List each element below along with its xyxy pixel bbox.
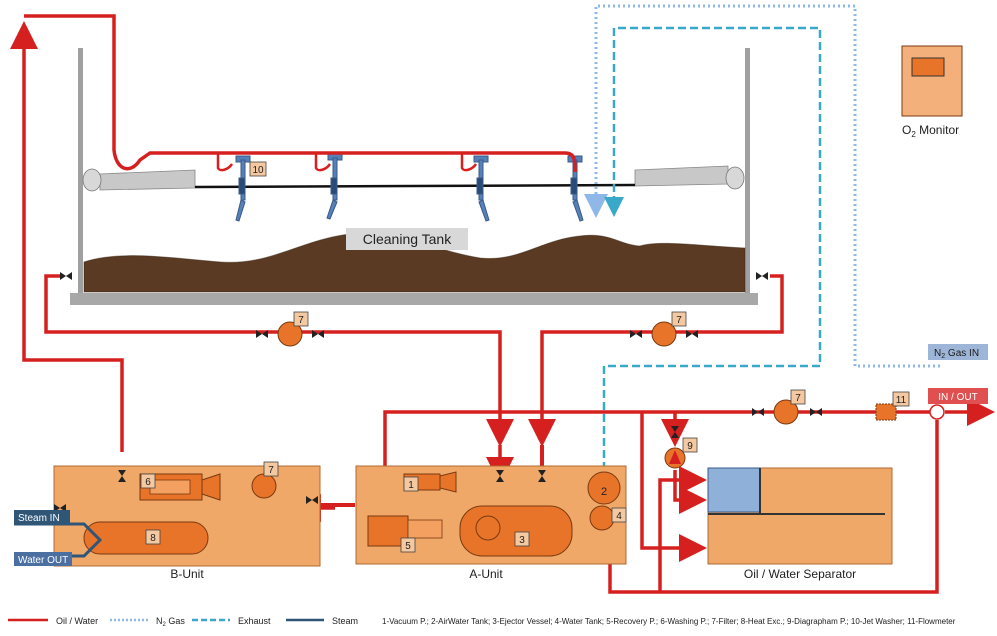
legend-key: 1-Vacuum P.; 2-AirWater Tank; 3-Ejector … (382, 617, 956, 626)
water-tank-number: 4 (616, 511, 622, 522)
flowmeter-number: 11 (896, 395, 907, 406)
legend-n2: N2 Gas (156, 616, 185, 628)
o2-monitor-label: O2 Monitor (902, 123, 959, 139)
in-out-tag (928, 388, 988, 404)
separator-label: Oil / Water Separator (744, 567, 856, 581)
traverse-bar (194, 183, 636, 189)
n2-gas-lines (584, 4, 940, 368)
o2-monitor: O2 Monitor (901, 45, 963, 139)
filter-main: 7 (773, 389, 806, 425)
tank-right-wall (745, 48, 750, 298)
tank-left-wall (78, 48, 83, 298)
tank-label-box (346, 228, 468, 250)
diaphragm-pump: 9 (664, 437, 698, 469)
recovery-pump-number: 5 (405, 541, 411, 552)
o2-monitor-box (901, 45, 963, 117)
water-out-label: Water OUT (18, 555, 68, 566)
separator-oil-chamber (707, 467, 761, 513)
tank-label: Cleaning Tank (363, 231, 452, 247)
in-out-label: IN / OUT (938, 392, 977, 403)
vacuum-pump-number: 1 (408, 480, 414, 491)
steam-in-label: Steam IN (18, 513, 60, 524)
a-unit: A-Unit 1 2 3 4 5 (355, 465, 627, 581)
b-unit-label: B-Unit (170, 567, 204, 581)
b-filter-number: 7 (268, 465, 274, 476)
o2-monitor-screen (911, 57, 945, 77)
legend-oil-water: Oil / Water (56, 616, 98, 626)
jet-washer-1 (235, 155, 251, 222)
filter-right: 7 (651, 311, 687, 347)
b-unit-filter (251, 473, 277, 499)
jet-washer-tag-box (249, 161, 267, 177)
diaphragm-pump-number: 9 (687, 441, 693, 452)
valves (54, 272, 822, 512)
flowmeter: 11 (875, 391, 945, 421)
filter-main-number: 7 (795, 393, 801, 404)
water-out-tag (14, 552, 72, 566)
right-rail (634, 165, 729, 187)
filter-left: 7 (277, 311, 309, 347)
left-pulley (82, 168, 102, 192)
jet-washer-3 (473, 155, 490, 222)
ejector-vessel (459, 505, 573, 557)
oil-water-separator: Oil / Water Separator (707, 467, 893, 581)
right-pulley (725, 166, 745, 190)
in-out-junction (929, 404, 945, 420)
n2-gas-in-label: N2 Gas IN (934, 348, 979, 360)
filter-left-number: 7 (298, 315, 304, 326)
airwater-tank-number: 2 (601, 486, 607, 498)
cleaning-tank: Cleaning Tank (70, 48, 758, 305)
steam-in-tag (14, 510, 70, 524)
b-unit: B-Unit 6 7 8 (14, 461, 321, 581)
legend: Oil / Water N2 Gas Exhaust Steam 1-Vacuu… (8, 616, 956, 628)
airwater-tank (587, 471, 621, 505)
left-rail (99, 169, 196, 191)
water-tank (589, 505, 615, 531)
ejector-vessel-number: 3 (519, 535, 525, 546)
sludge (84, 232, 745, 292)
n2-gas-in-tag (928, 344, 988, 360)
filter-right-number: 7 (676, 315, 682, 326)
washing-pump-number: 6 (145, 477, 151, 488)
legend-exhaust: Exhaust (238, 616, 271, 626)
a-unit-label: A-Unit (469, 567, 503, 581)
jet-washer-number: 10 (252, 165, 264, 176)
legend-steam: Steam (332, 616, 358, 626)
tank-floor (70, 293, 758, 305)
heat-exchanger-number: 8 (150, 533, 156, 544)
